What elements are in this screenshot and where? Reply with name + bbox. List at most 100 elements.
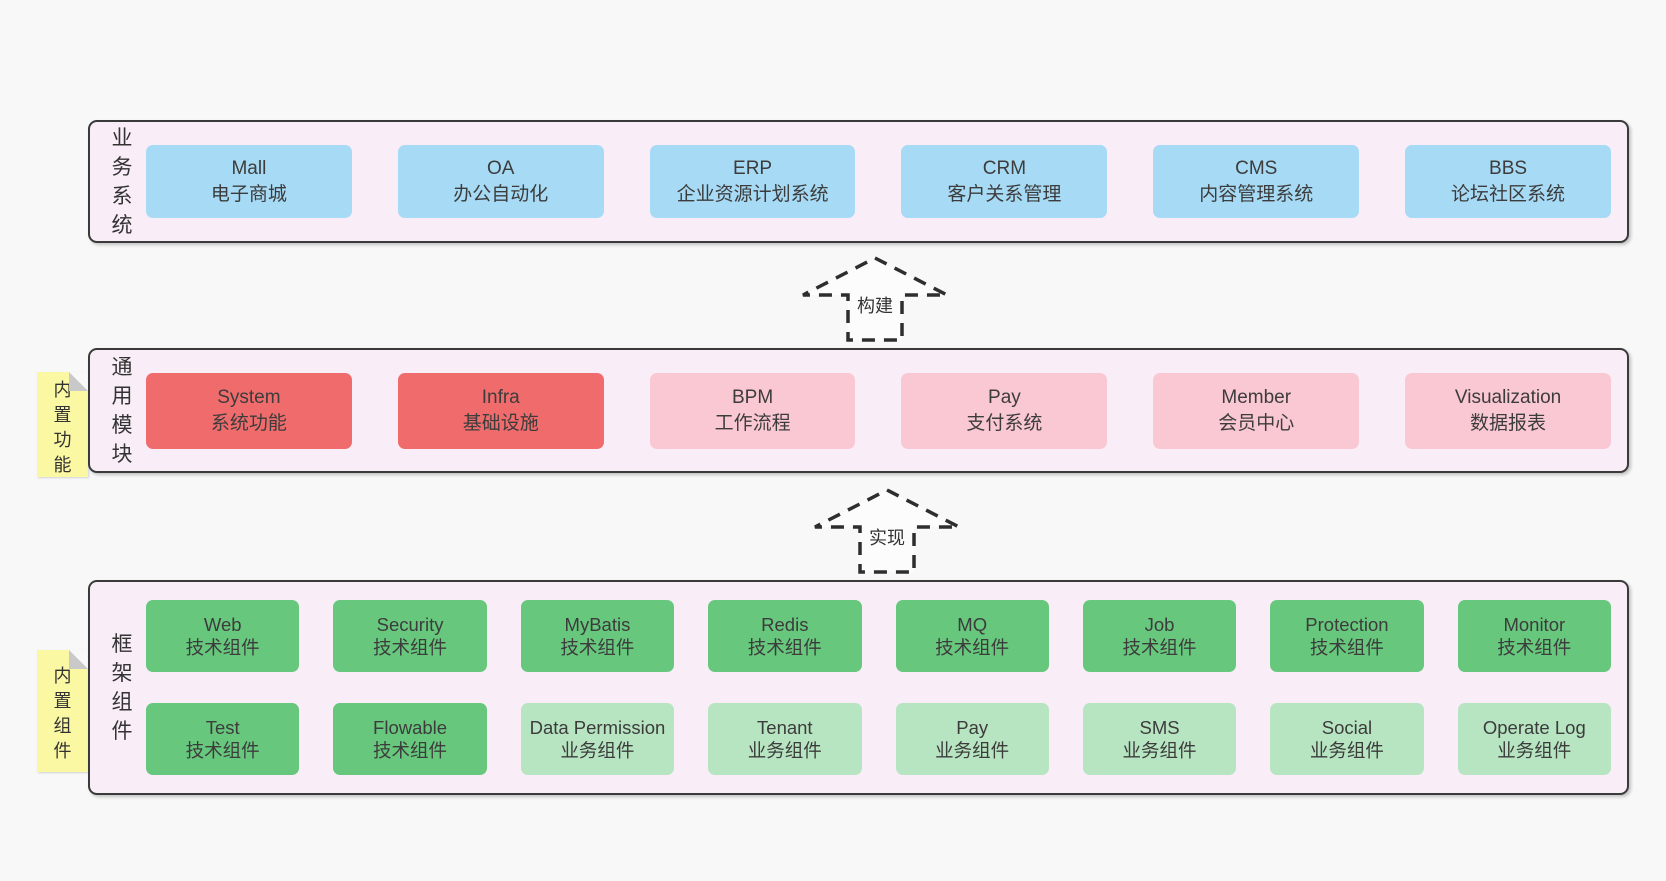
component-grid: Web 技术组件 Security 技术组件 MyBatis 技术组件 Redi… bbox=[146, 600, 1611, 775]
box-subtitle: 技术组件 bbox=[373, 740, 448, 761]
box-oa: OA 办公自动化 bbox=[397, 145, 604, 218]
box-subtitle: 会员中心 bbox=[1218, 412, 1295, 434]
box-title: BPM bbox=[731, 386, 774, 408]
common-modules-layer: 通用模块 System 系统功能 Infra 基础设施 BPM 工作流程 Pay… bbox=[88, 348, 1629, 473]
box-visualization: Visualization 数据报表 bbox=[1405, 372, 1611, 449]
box-data-permission: Data Permission 业务组件 bbox=[520, 703, 675, 775]
box-subtitle: 技术组件 bbox=[185, 740, 260, 761]
box-mall: Mall 电子商城 bbox=[146, 145, 352, 218]
box-title: Data Permission bbox=[529, 717, 666, 738]
box-erp: ERP 企业资源计划系统 bbox=[649, 145, 856, 218]
box-title: Protection bbox=[1305, 614, 1389, 635]
box-title: BBS bbox=[1489, 157, 1528, 179]
box-pay-module: Pay 支付系统 bbox=[901, 372, 1108, 449]
box-subtitle: 技术组件 bbox=[1309, 637, 1384, 658]
box-security: Security 技术组件 bbox=[333, 600, 487, 672]
box-title: MQ bbox=[957, 614, 988, 635]
box-subtitle: 技术组件 bbox=[747, 637, 822, 658]
box-subtitle: 业务组件 bbox=[1122, 740, 1197, 761]
box-title: Web bbox=[203, 614, 242, 635]
box-web: Web 技术组件 bbox=[146, 600, 300, 672]
box-title: Social bbox=[1321, 717, 1373, 738]
box-flowable: Flowable 技术组件 bbox=[333, 703, 487, 775]
box-sms: SMS 业务组件 bbox=[1082, 703, 1237, 775]
box-subtitle: 技术组件 bbox=[373, 637, 448, 658]
layer-title-business: 业务系统 bbox=[111, 126, 133, 237]
framework-components-layer: 框架组件 Web 技术组件 Security 技术组件 MyBatis 技术组件… bbox=[88, 580, 1629, 795]
box-subtitle: 系统功能 bbox=[210, 412, 287, 434]
implement-arrow: 实现 bbox=[812, 487, 962, 575]
box-title: ERP bbox=[733, 157, 773, 179]
box-subtitle: 办公自动化 bbox=[453, 183, 549, 205]
box-subtitle: 业务组件 bbox=[1497, 740, 1572, 761]
build-arrow-label: 构建 bbox=[855, 292, 895, 318]
layer-title-modules: 通用模块 bbox=[111, 355, 133, 466]
box-title: Security bbox=[376, 614, 444, 635]
box-monitor: Monitor 技术组件 bbox=[1457, 600, 1611, 672]
sticky-note-built-in-features: 内置功能 bbox=[37, 372, 88, 477]
box-title: Flowable bbox=[373, 717, 448, 738]
box-job: Job 技术组件 bbox=[1082, 600, 1237, 672]
box-subtitle: 企业资源计划系统 bbox=[676, 183, 829, 205]
box-subtitle: 数据报表 bbox=[1470, 412, 1547, 434]
box-title: Operate Log bbox=[1482, 717, 1586, 738]
box-member: Member 会员中心 bbox=[1153, 372, 1360, 449]
box-redis: Redis 技术组件 bbox=[708, 600, 862, 672]
box-subtitle: 支付系统 bbox=[966, 412, 1043, 434]
box-title: Visualization bbox=[1454, 386, 1562, 408]
module-boxes: System 系统功能 Infra 基础设施 BPM 工作流程 Pay 支付系统… bbox=[146, 372, 1611, 449]
box-social: Social 业务组件 bbox=[1270, 703, 1424, 775]
sticky-note-built-in-components: 内置组件 bbox=[37, 650, 88, 772]
box-title: Redis bbox=[761, 614, 809, 635]
box-subtitle: 技术组件 bbox=[185, 637, 260, 658]
sticky-note-label: 内置组件 bbox=[53, 666, 72, 761]
box-bpm: BPM 工作流程 bbox=[649, 372, 856, 449]
box-title: System bbox=[217, 386, 281, 408]
box-title: Pay bbox=[956, 717, 989, 738]
box-subtitle: 客户关系管理 bbox=[947, 183, 1062, 205]
box-tenant: Tenant 业务组件 bbox=[708, 703, 862, 775]
box-title: Member bbox=[1221, 386, 1292, 408]
box-title: MyBatis bbox=[564, 614, 631, 635]
box-title: CMS bbox=[1235, 157, 1278, 179]
box-subtitle: 内容管理系统 bbox=[1199, 183, 1314, 205]
box-test: Test 技术组件 bbox=[146, 703, 300, 775]
box-system: System 系统功能 bbox=[146, 372, 352, 449]
business-boxes: Mall 电子商城 OA 办公自动化 ERP 企业资源计划系统 CRM 客户关系… bbox=[146, 145, 1611, 218]
box-title: Mall bbox=[231, 157, 267, 179]
box-title: CRM bbox=[982, 157, 1027, 179]
box-subtitle: 技术组件 bbox=[1122, 637, 1197, 658]
build-arrow: 构建 bbox=[800, 255, 950, 343]
box-subtitle: 论坛社区系统 bbox=[1451, 183, 1566, 205]
box-protection: Protection 技术组件 bbox=[1270, 600, 1424, 672]
business-systems-layer: 业务系统 Mall 电子商城 OA 办公自动化 ERP 企业资源计划系统 CRM… bbox=[88, 120, 1629, 243]
box-crm: CRM 客户关系管理 bbox=[901, 145, 1108, 218]
box-subtitle: 业务组件 bbox=[747, 740, 822, 761]
box-subtitle: 技术组件 bbox=[560, 637, 635, 658]
box-title: OA bbox=[487, 157, 515, 179]
box-subtitle: 业务组件 bbox=[935, 740, 1010, 761]
sticky-note-label: 内置功能 bbox=[53, 379, 72, 475]
box-subtitle: 工作流程 bbox=[714, 412, 791, 434]
box-subtitle: 电子商城 bbox=[210, 183, 287, 205]
box-subtitle: 技术组件 bbox=[1497, 637, 1572, 658]
layer-title-components: 框架组件 bbox=[111, 632, 133, 743]
box-mybatis: MyBatis 技术组件 bbox=[520, 600, 675, 672]
box-title: Tenant bbox=[757, 717, 813, 738]
box-title: Infra bbox=[481, 386, 520, 408]
box-cms: CMS 内容管理系统 bbox=[1153, 145, 1360, 218]
box-title: Test bbox=[205, 717, 240, 738]
box-subtitle: 业务组件 bbox=[1309, 740, 1384, 761]
box-title: Pay bbox=[988, 386, 1021, 408]
box-subtitle: 技术组件 bbox=[935, 637, 1010, 658]
box-subtitle: 业务组件 bbox=[560, 740, 635, 761]
box-title: Monitor bbox=[1503, 614, 1566, 635]
box-subtitle: 基础设施 bbox=[462, 412, 539, 434]
box-title: Job bbox=[1144, 614, 1175, 635]
box-bbs: BBS 论坛社区系统 bbox=[1405, 145, 1611, 218]
box-operate-log: Operate Log 业务组件 bbox=[1457, 703, 1611, 775]
box-mq: MQ 技术组件 bbox=[895, 600, 1049, 672]
box-title: SMS bbox=[1139, 717, 1180, 738]
implement-arrow-label: 实现 bbox=[867, 524, 907, 550]
box-infra: Infra 基础设施 bbox=[397, 372, 604, 449]
